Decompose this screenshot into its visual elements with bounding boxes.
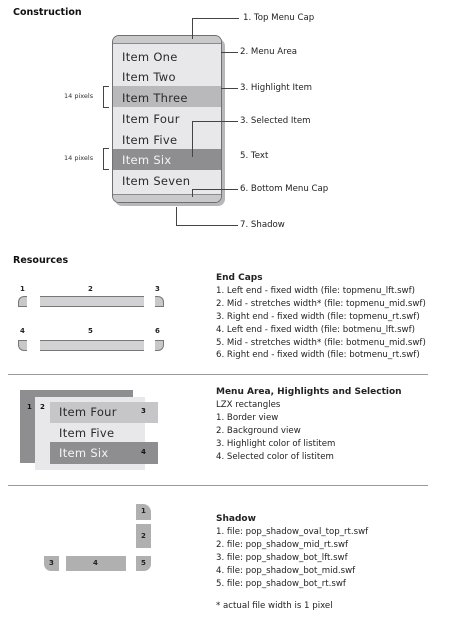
shadow-item-1: 1. file: pop_shadow_oval_top_rt.swf — [216, 526, 369, 537]
menu-area-item-2: 2. Background view — [216, 425, 301, 436]
callout-top-menu-cap: 1. Top Menu Cap — [243, 13, 315, 23]
bottom-cap-mid — [40, 340, 144, 351]
demo-item-six: Item Six — [59, 446, 109, 460]
menu-area-num-3: 3 — [141, 407, 146, 415]
endcap-num-4: 4 — [20, 327, 25, 335]
pixel-bracket-2 — [103, 148, 109, 170]
shadow-list: Shadow 1. file: pop_shadow_oval_top_rt.s… — [216, 513, 368, 590]
demo-item-four: Item Four — [59, 405, 117, 419]
shadow-num-2: 2 — [141, 532, 146, 540]
pixel-bracket-1 — [103, 86, 109, 108]
shadow-mid-right — [136, 524, 151, 548]
menu-area-list: Menu Area, Highlights and Selection LZX … — [216, 386, 402, 463]
shadow-item-2: 2. file: pop_shadow_mid_rt.swf — [216, 539, 349, 550]
menu-area-title: Menu Area, Highlights and Selection — [216, 387, 402, 397]
shadow-item-3: 3. file: pop_shadow_bot_lft.swf — [216, 552, 348, 563]
menu-area-item-3: 3. Highlight color of listitem — [216, 438, 336, 449]
separator-1 — [8, 374, 428, 375]
endcaps-list: End Caps 1. Left end - fixed width (file… — [216, 272, 426, 362]
resources-heading: Resources — [13, 255, 69, 266]
endcaps-item-2: 2. Mid - stretches width* (file: topmenu… — [216, 298, 426, 309]
menu-area-subtitle: LZX rectangles — [216, 399, 281, 410]
menu-item-3[interactable]: Item Three — [122, 91, 188, 105]
menu-construction-diagram: Item One Item Two Item Three Item Four I… — [112, 35, 225, 206]
separator-2 — [8, 485, 428, 486]
endcap-num-2: 2 — [88, 285, 93, 293]
pixel-label-1: 14 pixels — [64, 92, 94, 100]
top-cap-left — [18, 296, 27, 307]
callout-selected-item: 3. Selected Item — [240, 116, 311, 126]
endcap-num-3: 3 — [155, 285, 160, 293]
endcaps-item-4: 4. Left end - fixed width (file: botmenu… — [216, 324, 415, 335]
endcap-num-6: 6 — [155, 327, 160, 335]
callout-menu-area: 2. Menu Area — [240, 47, 298, 57]
endcap-num-5: 5 — [88, 327, 93, 335]
shadow-title: Shadow — [216, 514, 256, 524]
construction-heading: Construction — [13, 7, 82, 18]
highlight-item-bar — [113, 86, 221, 107]
endcaps-item-3: 3. Right end - fixed width (file: topmen… — [216, 311, 420, 322]
endcaps-item-6: 6. Right end - fixed width (file: botmen… — [216, 350, 420, 361]
callout-text: 5. Text — [240, 151, 269, 161]
top-cap-mid — [40, 296, 144, 307]
shadow-bot-mid — [66, 556, 126, 571]
shadow-diagram: 1 2 3 4 5 — [42, 502, 157, 574]
menu-item-5[interactable]: Item Five — [122, 133, 178, 147]
menu-item-4[interactable]: Item Four — [122, 112, 180, 126]
demo-item-five: Item Five — [59, 426, 115, 440]
menu-area-diagram: 1 2 3 4 Item Four Item Five Item Six — [20, 390, 162, 470]
menu-area-num-4: 4 — [141, 448, 146, 456]
menu-item-1[interactable]: Item One — [122, 50, 178, 64]
menu-area-item-4: 4. Selected color of listitem — [216, 451, 334, 462]
shadow-num-1: 1 — [141, 507, 146, 515]
menu-area-num-1: 1 — [27, 403, 32, 411]
menu-item-2[interactable]: Item Two — [122, 70, 176, 84]
menu-border: Item One Item Two Item Three Item Four I… — [112, 35, 222, 203]
shadow-item-5: 5. file: pop_shadow_bot_rt.swf — [216, 578, 346, 589]
shadow-bot-right — [136, 556, 151, 571]
bottom-cap-right — [155, 340, 164, 351]
endcaps-diagram: 1 2 3 4 5 6 — [16, 285, 168, 357]
shadow-item-4: 4. file: pop_shadow_bot_mid.swf — [216, 565, 356, 576]
menu-area-num-2: 2 — [40, 403, 45, 411]
shadow-num-4: 4 — [93, 559, 98, 567]
shadow-num-3: 3 — [49, 559, 54, 567]
pixel-label-2: 14 pixels — [64, 154, 94, 162]
menu-item-7[interactable]: Item Seven — [122, 174, 191, 188]
highlight-demo-bar — [50, 402, 158, 423]
endcaps-item-1: 1. Left end - fixed width (file: topmenu… — [216, 285, 415, 296]
shadow-top-right — [136, 504, 151, 520]
menu-area-item-1: 1. Border view — [216, 412, 279, 423]
shadow-num-5: 5 — [141, 559, 146, 567]
callout-highlight-item: 3. Highlight Item — [240, 83, 313, 93]
menu-item-6[interactable]: Item Six — [122, 153, 172, 167]
shadow-bot-left — [44, 556, 59, 571]
callout-shadow: 7. Shadow — [240, 220, 285, 230]
top-cap-right — [155, 296, 164, 307]
top-menu-cap — [113, 36, 221, 44]
endcaps-item-5: 5. Mid - stretches width* (file: botmenu… — [216, 337, 426, 348]
endcaps-title: End Caps — [216, 273, 263, 283]
selected-item-bar — [113, 149, 221, 170]
endcap-num-1: 1 — [20, 285, 25, 293]
bottom-menu-cap — [113, 194, 221, 202]
footnote: * actual file width is 1 pixel — [216, 601, 333, 611]
callout-bottom-menu-cap: 6. Bottom Menu Cap — [240, 184, 329, 194]
selected-demo-bar — [50, 442, 158, 464]
bottom-cap-left — [18, 340, 27, 351]
